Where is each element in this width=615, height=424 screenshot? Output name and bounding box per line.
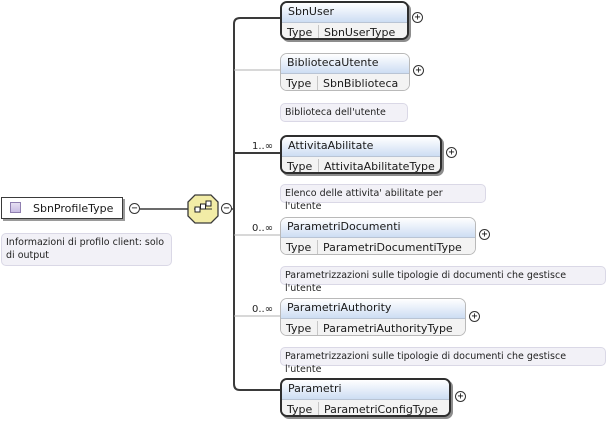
element-name: ParametriDocumenti [281,218,475,238]
complex-type-icon [10,202,21,213]
minus-circle-icon[interactable]: − [129,203,140,214]
element-name: BibliotecaUtente [281,54,409,74]
type-value: ParametriDocumentiType [323,241,462,254]
type-label: Type [286,77,312,90]
element-bibliotecautente[interactable]: BibliotecaUtente Type SbnBiblioteca [280,53,410,91]
element-name: ParametriAuthority [281,299,465,319]
type-divider [318,25,319,38]
cardinality-label: 1..∞ [252,141,274,152]
type-label: Type [286,322,312,335]
element-type-row: Type ParametriAuthorityType [281,319,465,335]
element-documentation: Biblioteca dell'utente [280,103,408,122]
element-name: SbnUser [282,3,407,23]
type-value: SbnUserType [324,26,396,39]
doc-text: Parametrizzazioni sulle tipologie di doc… [285,270,567,294]
type-label: Type [287,26,313,39]
type-value: SbnBiblioteca [323,77,399,90]
type-divider [317,76,318,90]
plus-circle-icon[interactable]: + [455,391,466,402]
type-divider [317,240,318,254]
element-documentation: Elenco delle attivita' abilitate per l'u… [280,184,486,212]
type-value: AttivitaAbilitateType [324,160,435,173]
element-sbnuser[interactable]: SbnUser Type SbnUserType [280,1,409,40]
type-divider [318,159,319,172]
plus-circle-icon[interactable]: + [413,65,424,76]
element-documentation: Parametrizzazioni sulle tipologie di doc… [280,347,606,375]
element-parametri[interactable]: Parametri Type ParametriConfigType [280,378,451,417]
minus-circle-icon[interactable]: − [221,203,232,214]
type-divider [318,402,319,415]
element-parametriauthority[interactable]: ParametriAuthority Type ParametriAuthori… [280,298,466,336]
root-type-box[interactable]: SbnProfileType [1,197,123,219]
plus-circle-icon[interactable]: + [446,147,457,158]
type-value: ParametriConfigType [324,403,439,416]
plus-circle-icon[interactable]: + [469,311,480,322]
element-parametridocumenti[interactable]: ParametriDocumenti Type ParametriDocumen… [280,217,476,255]
element-type-row: Type SbnUserType [282,23,407,39]
plus-circle-icon[interactable]: + [412,12,423,23]
type-label: Type [287,403,313,416]
element-type-row: Type AttivitaAbilitateType [282,157,440,173]
element-type-row: Type ParametriDocumentiType [281,238,475,254]
root-type-name: SbnProfileType [33,202,114,215]
type-divider [317,321,318,335]
plus-circle-icon[interactable]: + [479,229,490,240]
element-attivitaabilitate[interactable]: AttivitaAbilitate Type AttivitaAbilitate… [280,135,442,174]
type-label: Type [286,241,312,254]
doc-text: Parametrizzazioni sulle tipologie di doc… [285,351,567,375]
root-documentation: Informazioni di profilo client: solo di … [1,233,172,266]
type-value: ParametriAuthorityType [323,322,453,335]
element-name: Parametri [282,380,449,400]
type-label: Type [287,160,313,173]
sequence-compositor-icon[interactable] [187,194,219,224]
doc-text: Biblioteca dell'utente [285,107,386,118]
doc-text: Elenco delle attivita' abilitate per l'u… [285,188,443,212]
cardinality-label: 0..∞ [252,304,274,315]
element-type-row: Type SbnBiblioteca [281,74,409,90]
element-documentation: Parametrizzazioni sulle tipologie di doc… [280,266,606,294]
cardinality-label: 0..∞ [252,223,274,234]
element-name: AttivitaAbilitate [282,137,440,157]
root-doc-text: Informazioni di profilo client: solo di … [6,237,165,261]
element-type-row: Type ParametriConfigType [282,400,449,416]
